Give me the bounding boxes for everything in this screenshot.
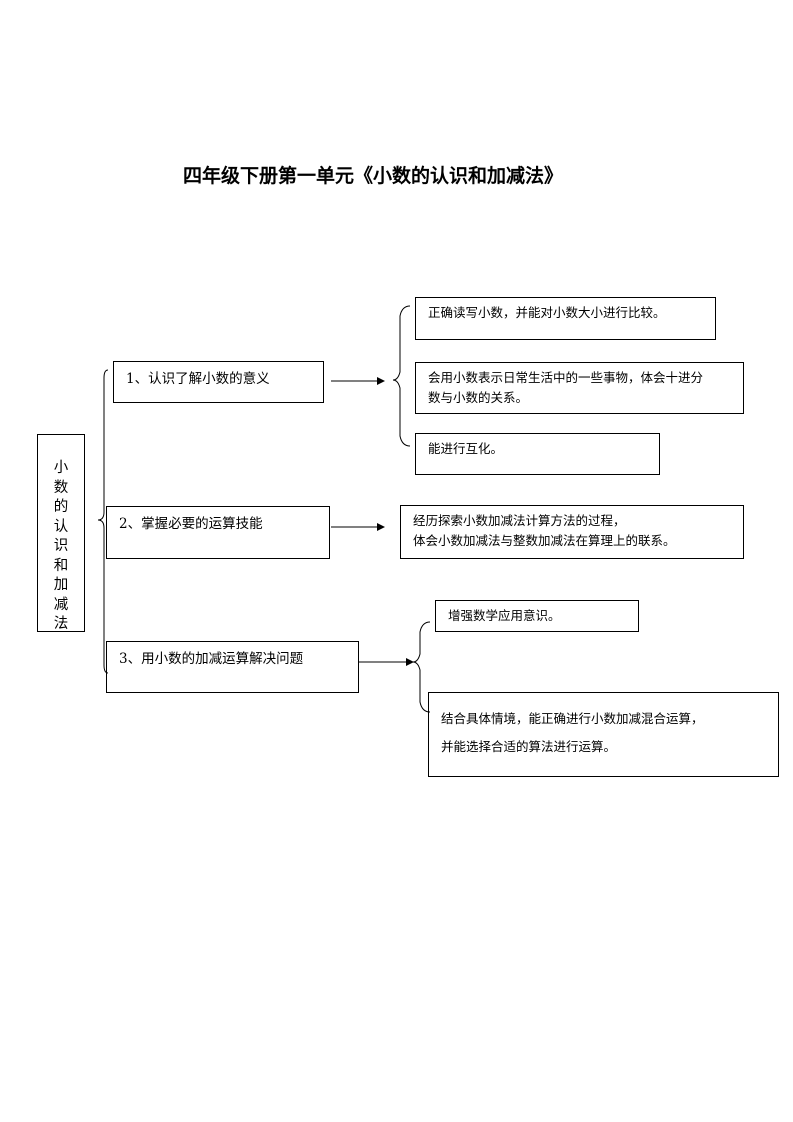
branch-1-label: 1、认识了解小数的意义 [126, 371, 270, 387]
root-brace [97, 369, 109, 674]
branch-2-box: 2、掌握必要的运算技能 [106, 506, 330, 559]
branch-1-leaf-1: 正确读写小数，并能对小数大小进行比较。 [415, 297, 716, 340]
branch-1-leaf-2: 会用小数表示日常生活中的一些事物，体会十进分 数与小数的关系。 [415, 362, 744, 414]
branch-3-brace [412, 621, 431, 713]
branch-3-label: 3、用小数的加减运算解决问题 [119, 651, 304, 667]
branch-3-box: 3、用小数的加减运算解决问题 [106, 641, 359, 693]
branch-2-leaf-1: 经历探索小数加减法计算方法的过程， 体会小数加减法与整数加减法在算理上的联系。 [400, 505, 744, 559]
page-title: 四年级下册第一单元《小数的认识和加减法》 [183, 165, 564, 187]
branch-3-leaf-1: 增强数学应用意识。 [435, 600, 639, 632]
root-topic-text: 小 数 的 认 识 和 加 减 法 [53, 460, 69, 632]
branch-1-brace [392, 305, 411, 447]
root-topic-box: 小 数 的 认 识 和 加 减 法 [37, 434, 85, 632]
branch-3-leaf-2: 结合具体情境，能正确进行小数加减混合运算， 并能选择合适的算法进行运算。 [428, 692, 779, 777]
branch-2-label: 2、掌握必要的运算技能 [119, 516, 263, 532]
branch-1-box: 1、认识了解小数的意义 [113, 361, 324, 403]
branch-1-leaf-3: 能进行互化。 [415, 433, 660, 475]
